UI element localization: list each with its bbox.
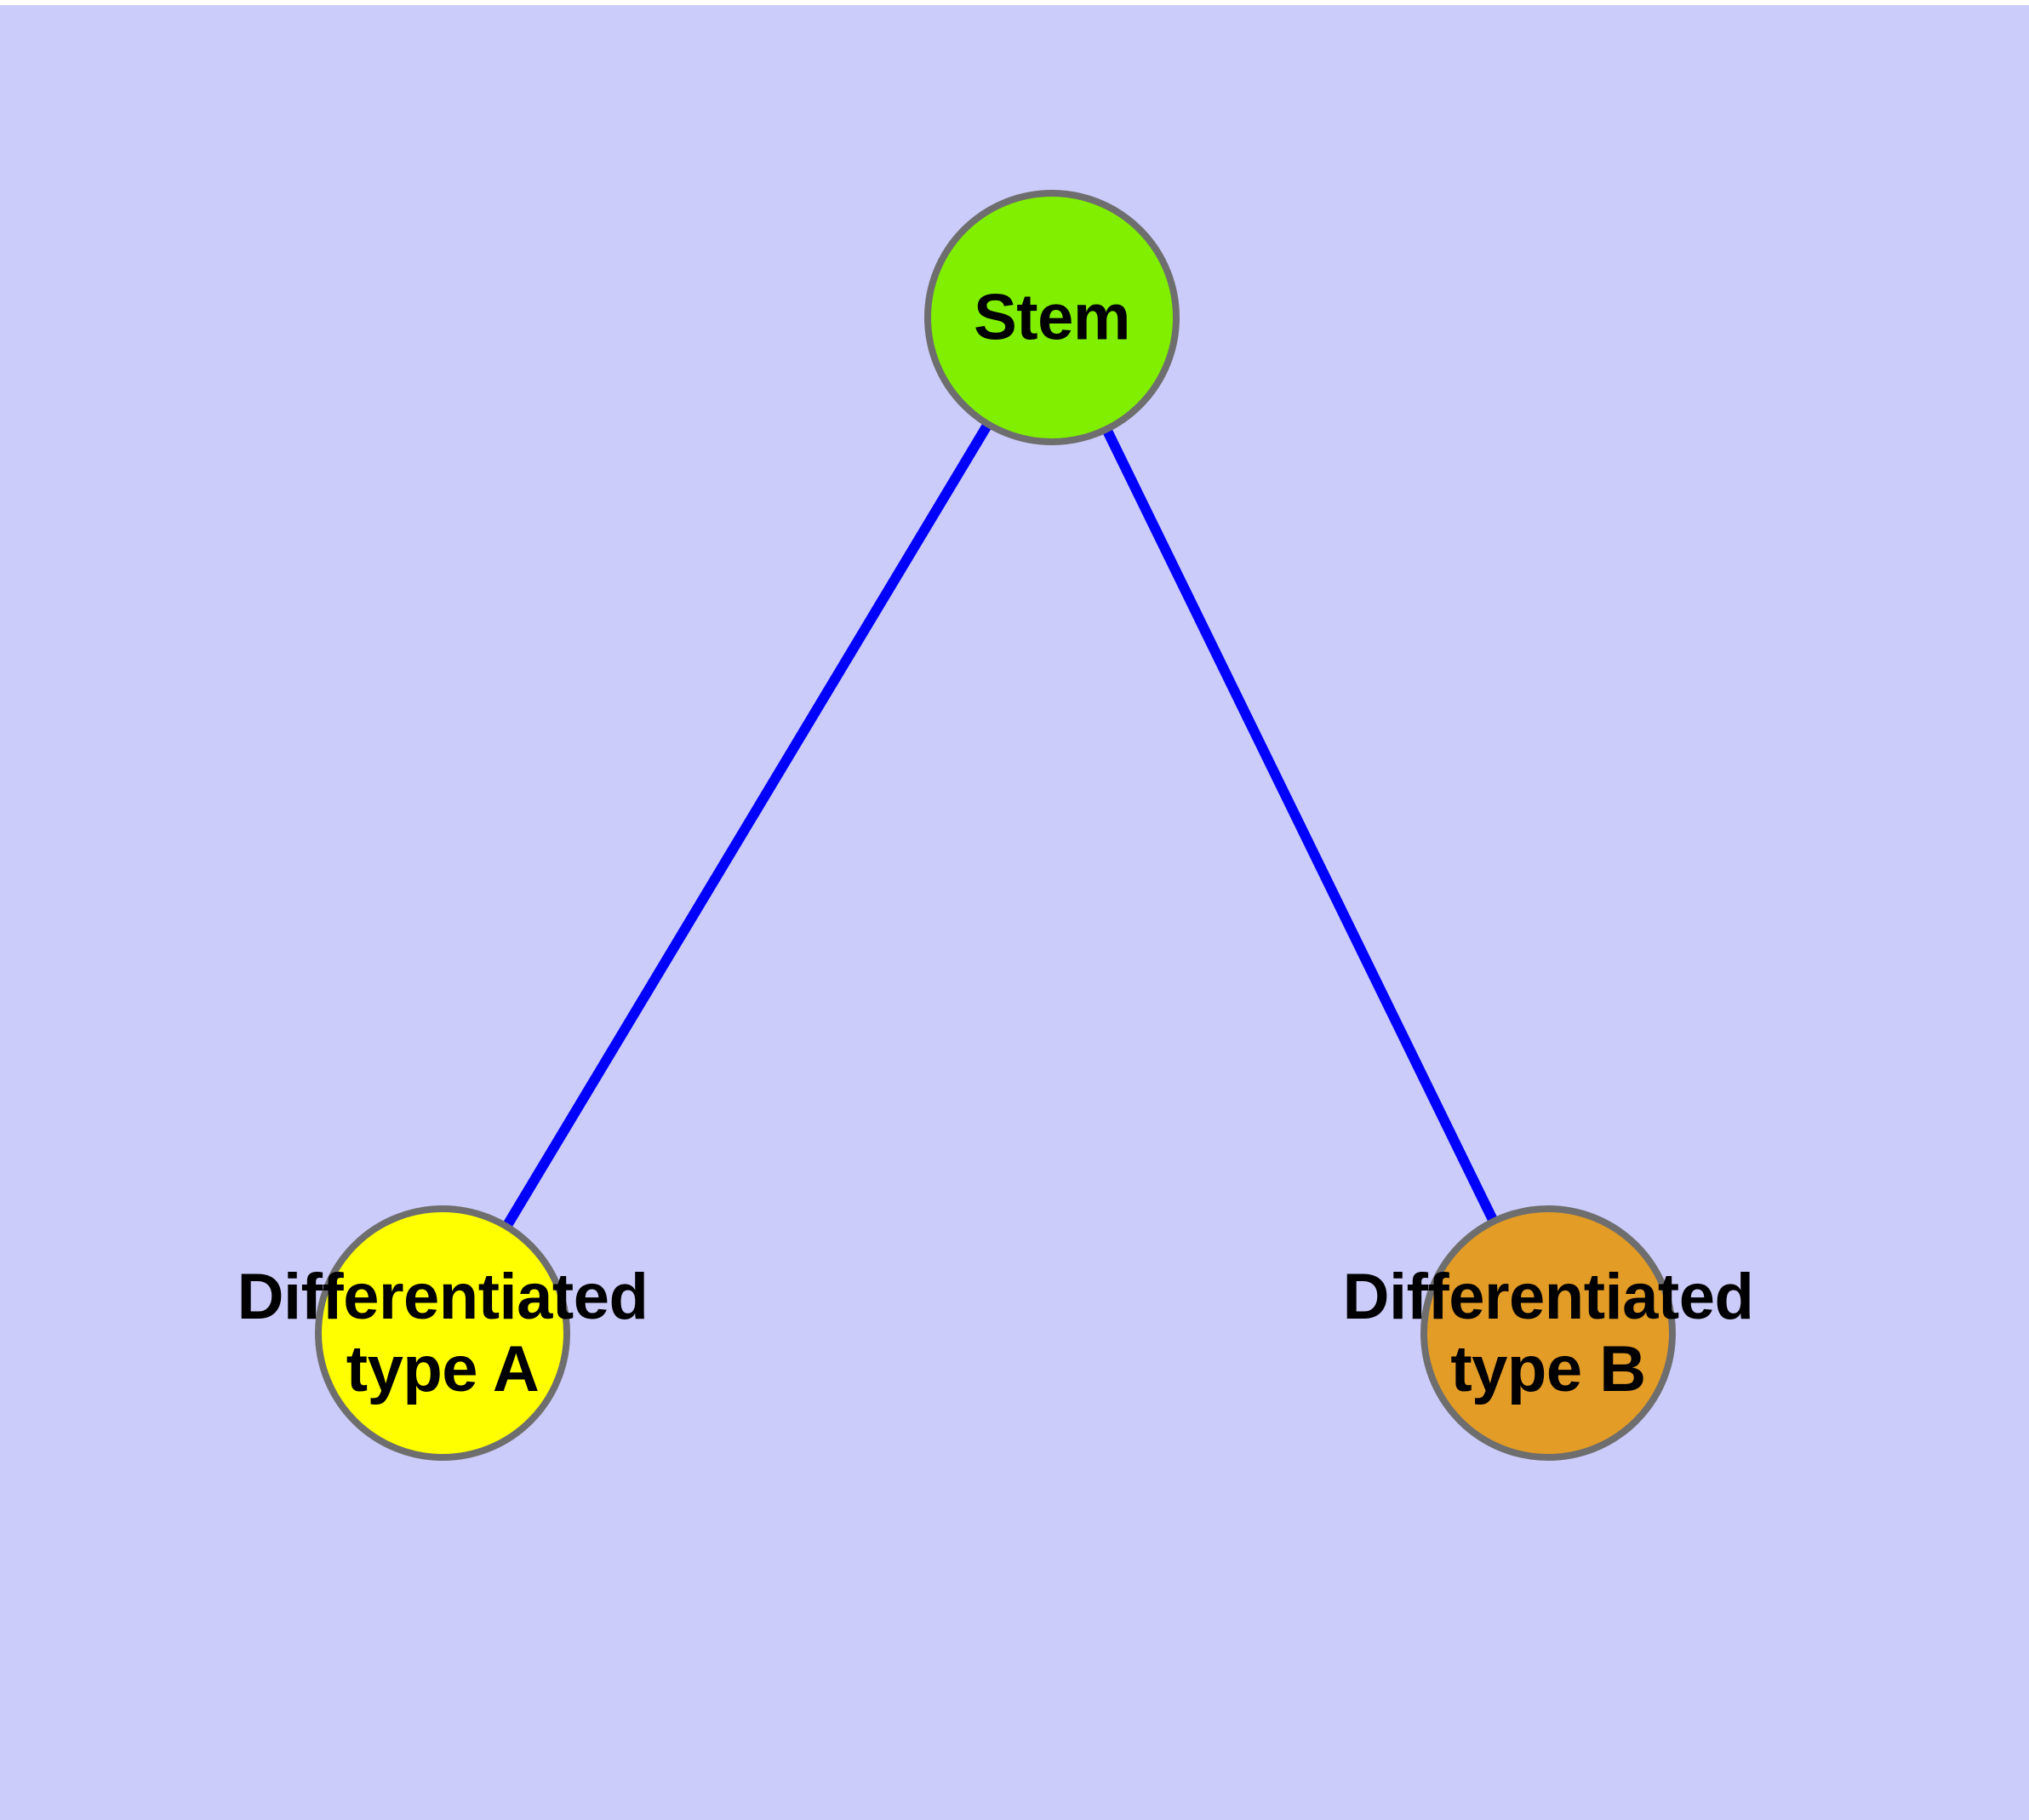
node-diff_b[interactable] [1420,1205,1676,1461]
edge-stem-to-diff_a[interactable] [503,422,992,1228]
node-diff_a[interactable] [315,1205,570,1461]
edges-layer [503,422,1498,1228]
edge-stem-to-diff_b[interactable] [1102,428,1498,1222]
node-stem[interactable] [924,190,1180,445]
nodes-layer [315,190,1676,1461]
